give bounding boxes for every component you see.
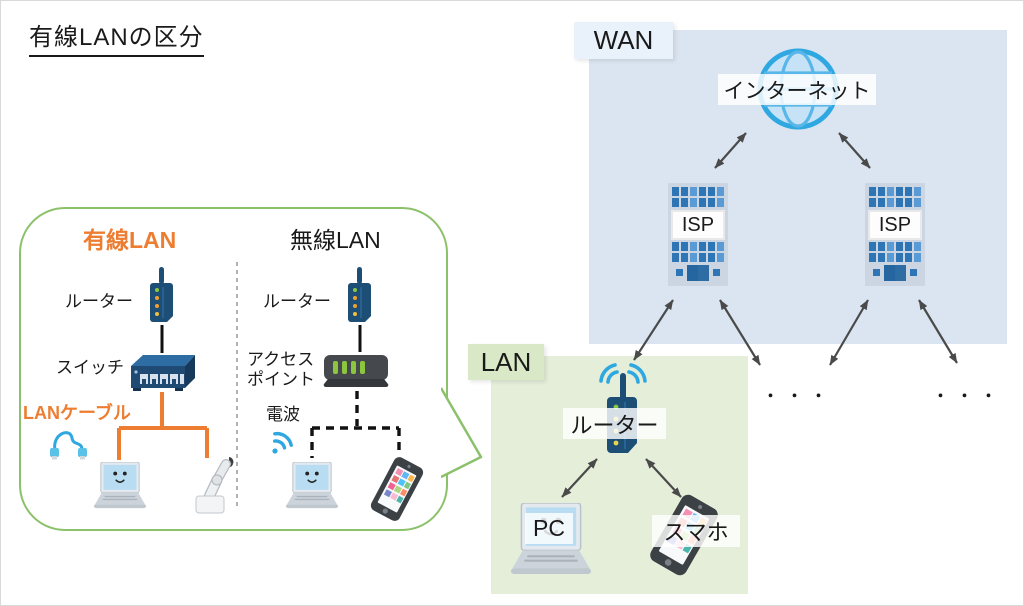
wired-router-icon bbox=[146, 267, 178, 325]
wired-laptop-icon bbox=[93, 462, 147, 510]
isp-left-label: ISP bbox=[671, 210, 725, 240]
wireless-router-label: ルーター bbox=[263, 292, 331, 311]
network-switch-icon bbox=[131, 355, 195, 391]
wifi-waves-icon bbox=[272, 431, 293, 454]
internet-label: インターネット bbox=[718, 74, 876, 105]
building-entrance bbox=[671, 265, 725, 281]
ellipsis-right: ・・・ bbox=[933, 388, 1006, 405]
pc-label: PC bbox=[525, 513, 573, 544]
wired-lan-title: 有線LAN bbox=[83, 227, 177, 253]
access-point-label: アクセスポイント bbox=[247, 350, 315, 389]
radio-wave-label: 電波 bbox=[266, 405, 300, 424]
isp-building-icon-left: ISP bbox=[668, 183, 728, 286]
access-point-icon bbox=[323, 355, 389, 388]
wireless-lan-title: 無線LAN bbox=[290, 227, 381, 253]
isp-right-label: ISP bbox=[868, 210, 922, 240]
speech-bubble-tail bbox=[441, 387, 483, 479]
lan-zone-label: LAN bbox=[468, 344, 544, 380]
lan-cable-icon bbox=[50, 431, 87, 460]
lan-cable-label: LANケーブル bbox=[23, 403, 131, 423]
lan-router-label: ルーター bbox=[563, 408, 666, 439]
ellipsis-left: ・・・ bbox=[763, 388, 836, 405]
isp-building-icon-right: ISP bbox=[865, 183, 925, 286]
wan-zone-label: WAN bbox=[574, 22, 673, 59]
smartphone-label: スマホ bbox=[652, 515, 740, 547]
wireless-laptop-icon bbox=[285, 462, 339, 510]
building-windows bbox=[671, 187, 725, 196]
wired-router-label: ルーター bbox=[65, 292, 133, 311]
robot-arm-icon bbox=[195, 457, 234, 514]
page-title: 有線LANの区分 bbox=[29, 17, 204, 57]
switch-label: スイッチ bbox=[56, 358, 124, 377]
wireless-router-icon bbox=[344, 267, 376, 325]
